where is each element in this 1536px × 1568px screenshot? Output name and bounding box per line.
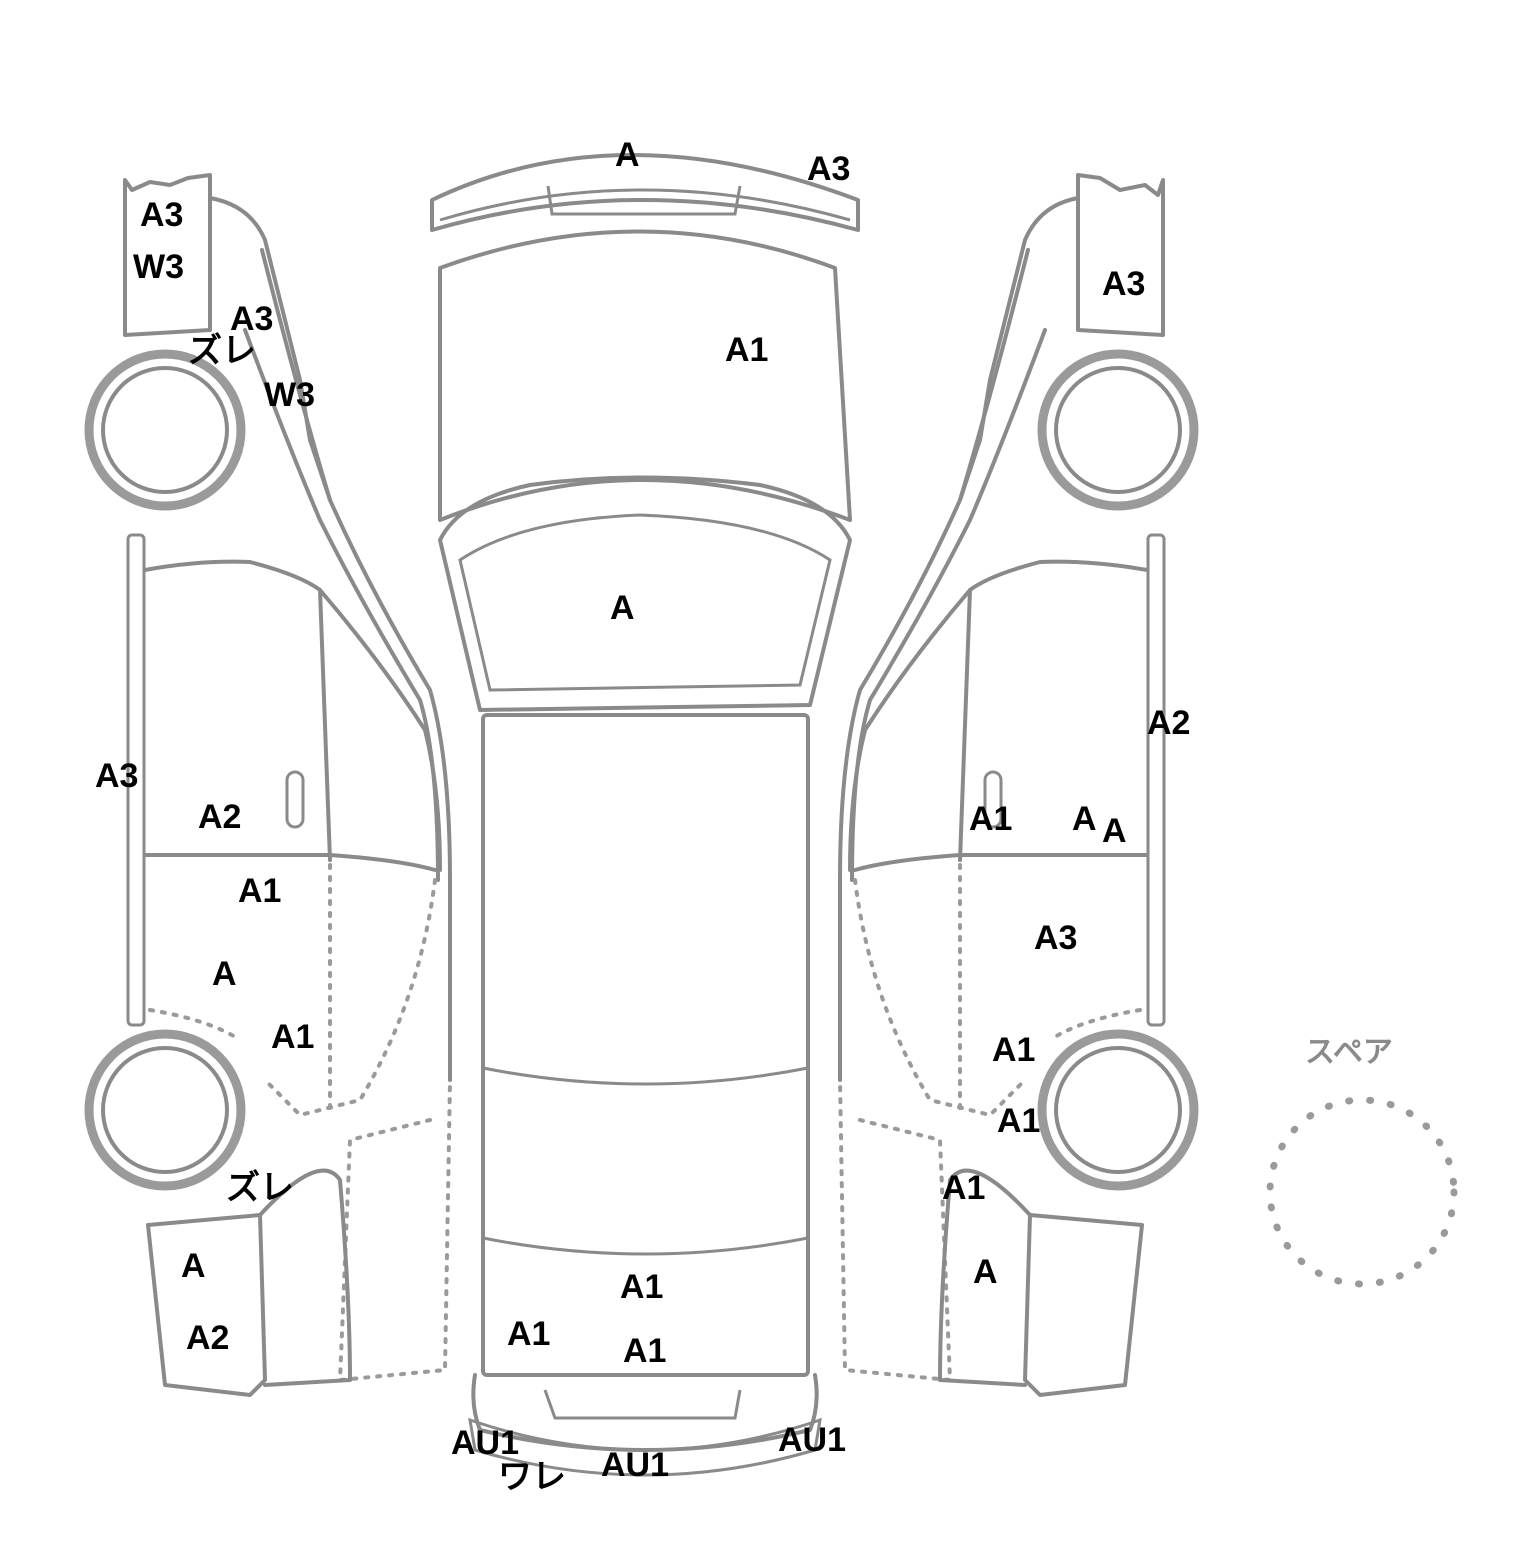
damage-mark: W3 [264,376,315,414]
damage-mark: A3 [140,196,183,234]
right-side-view [838,173,1199,1397]
damage-mark: ズレ [188,331,256,370]
damage-mark: AU1 [601,1446,669,1484]
damage-mark: A1 [507,1315,550,1353]
damage-mark: A1 [942,1169,985,1207]
damage-mark: AU1 [451,1424,519,1462]
damage-mark: A [181,1247,206,1285]
spare-label: スペア [1305,1035,1393,1070]
damage-mark: A [610,589,635,627]
left-side-marks: A3 W3 A3 ズレ W3 A3 A2 A1 A A1 ズレ A A2 [95,196,315,1357]
damage-mark: A [973,1253,998,1291]
damage-mark: A3 [230,300,273,338]
right-side-marks: A3 A2 A1 A A A3 A1 A1 A1 A [942,265,1190,1291]
damage-mark: A1 [725,331,768,369]
damage-mark: A [212,955,237,993]
damage-mark: A1 [992,1031,1035,1069]
damage-mark: A1 [238,872,281,910]
damage-mark: A1 [969,800,1012,838]
damage-mark: A [1102,812,1127,850]
damage-mark: A [1072,800,1097,838]
damage-mark: AU1 [778,1421,846,1459]
top-view [430,153,860,1477]
damage-mark: A2 [198,798,241,836]
damage-mark: A3 [807,150,850,188]
damage-mark: A1 [620,1268,663,1306]
damage-mark: A1 [623,1332,666,1370]
damage-mark: A3 [95,757,138,795]
damage-mark: A3 [1034,919,1077,957]
spare-tire-outline [1266,1096,1458,1288]
damage-mark: A2 [186,1319,229,1357]
damage-mark: A [615,136,640,174]
damage-mark: W3 [133,248,184,286]
damage-mark: A1 [997,1102,1040,1140]
damage-mark: A3 [1102,265,1145,303]
damage-mark: A1 [271,1018,314,1056]
left-side-view [84,173,452,1397]
damage-mark: ズレ [226,1168,294,1207]
damage-mark: ワレ [498,1458,566,1496]
top-view-marks: A A3 A1 A A1 A1 A1 AU1 ワレ AU1 AU1 [451,136,850,1496]
damage-mark: A2 [1147,704,1190,742]
